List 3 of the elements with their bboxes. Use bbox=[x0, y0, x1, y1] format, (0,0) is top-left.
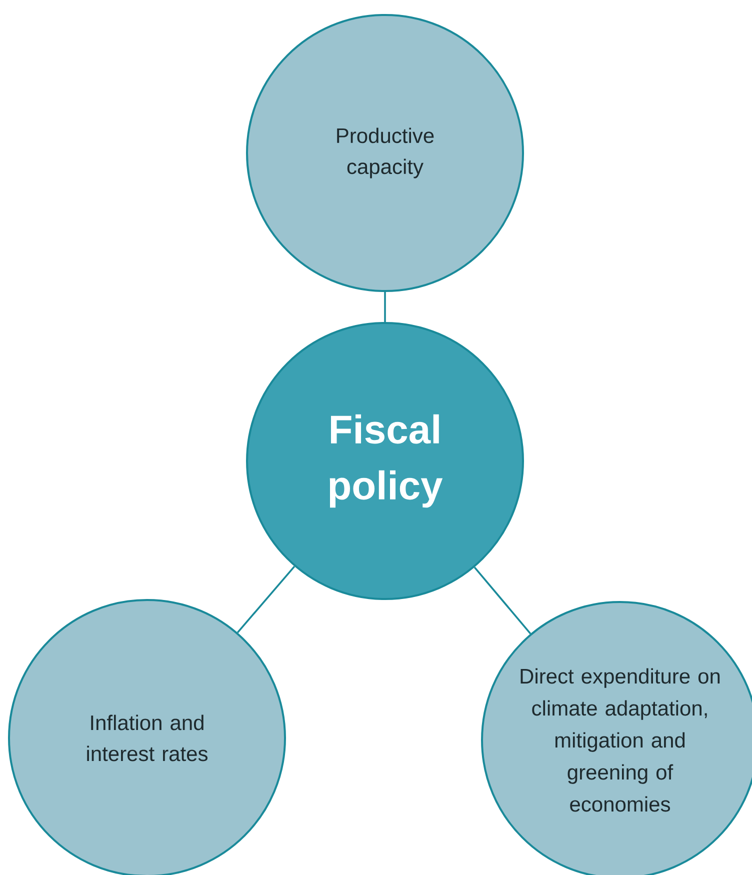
connector-line bbox=[474, 566, 532, 634]
connector-line bbox=[384, 292, 386, 322]
connector-line bbox=[236, 566, 296, 634]
